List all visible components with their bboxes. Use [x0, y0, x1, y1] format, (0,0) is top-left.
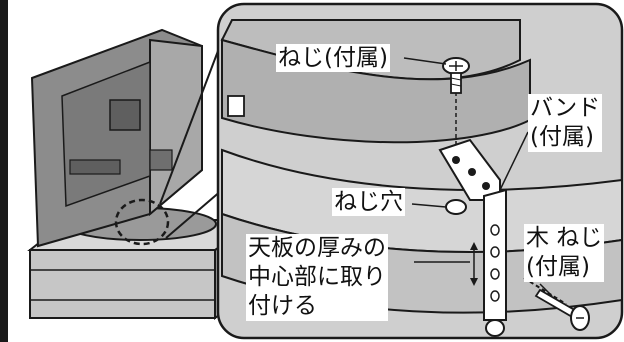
stand-front — [29, 249, 216, 319]
label-attach-note-line3: 付ける — [248, 293, 317, 319]
wood-screw-icon — [523, 277, 590, 331]
label-band-line2: (付属) — [530, 124, 594, 150]
tv-port-block — [109, 99, 141, 131]
label-screw-hole: ねじ穴 — [332, 188, 405, 216]
metal-band-icon — [438, 138, 507, 337]
label-screw-supplied: ねじ(付属) — [276, 44, 390, 72]
thickness-arrow — [470, 242, 478, 286]
screw-hole-mark — [445, 199, 467, 215]
label-wood-screw: 木 ねじ (付属) — [524, 224, 605, 282]
label-band: バンド (付属) — [528, 94, 603, 152]
left-edge-bar — [0, 0, 8, 342]
leader-screw — [403, 57, 447, 65]
label-attach-note-line1: 天板の厚みの — [248, 235, 386, 261]
leader-wood-screw — [539, 283, 553, 297]
leader-hole — [411, 203, 447, 208]
tv-terminals — [69, 159, 121, 175]
zoom-circle — [114, 198, 170, 246]
zoom-line-bottom — [165, 189, 223, 239]
label-wood-screw-line1: 木 ねじ — [526, 225, 603, 251]
label-attach-note-line2: 中心部に取り — [248, 264, 386, 290]
label-band-line1: バンド — [530, 95, 601, 121]
tv-overview — [27, 28, 251, 320]
phillips-screw-icon — [442, 57, 470, 94]
label-wood-screw-line2: (付属) — [526, 254, 590, 280]
label-attach-note: 天板の厚みの 中心部に取り 付ける — [246, 234, 388, 321]
tv-side — [149, 38, 203, 217]
leader-band — [499, 131, 529, 191]
